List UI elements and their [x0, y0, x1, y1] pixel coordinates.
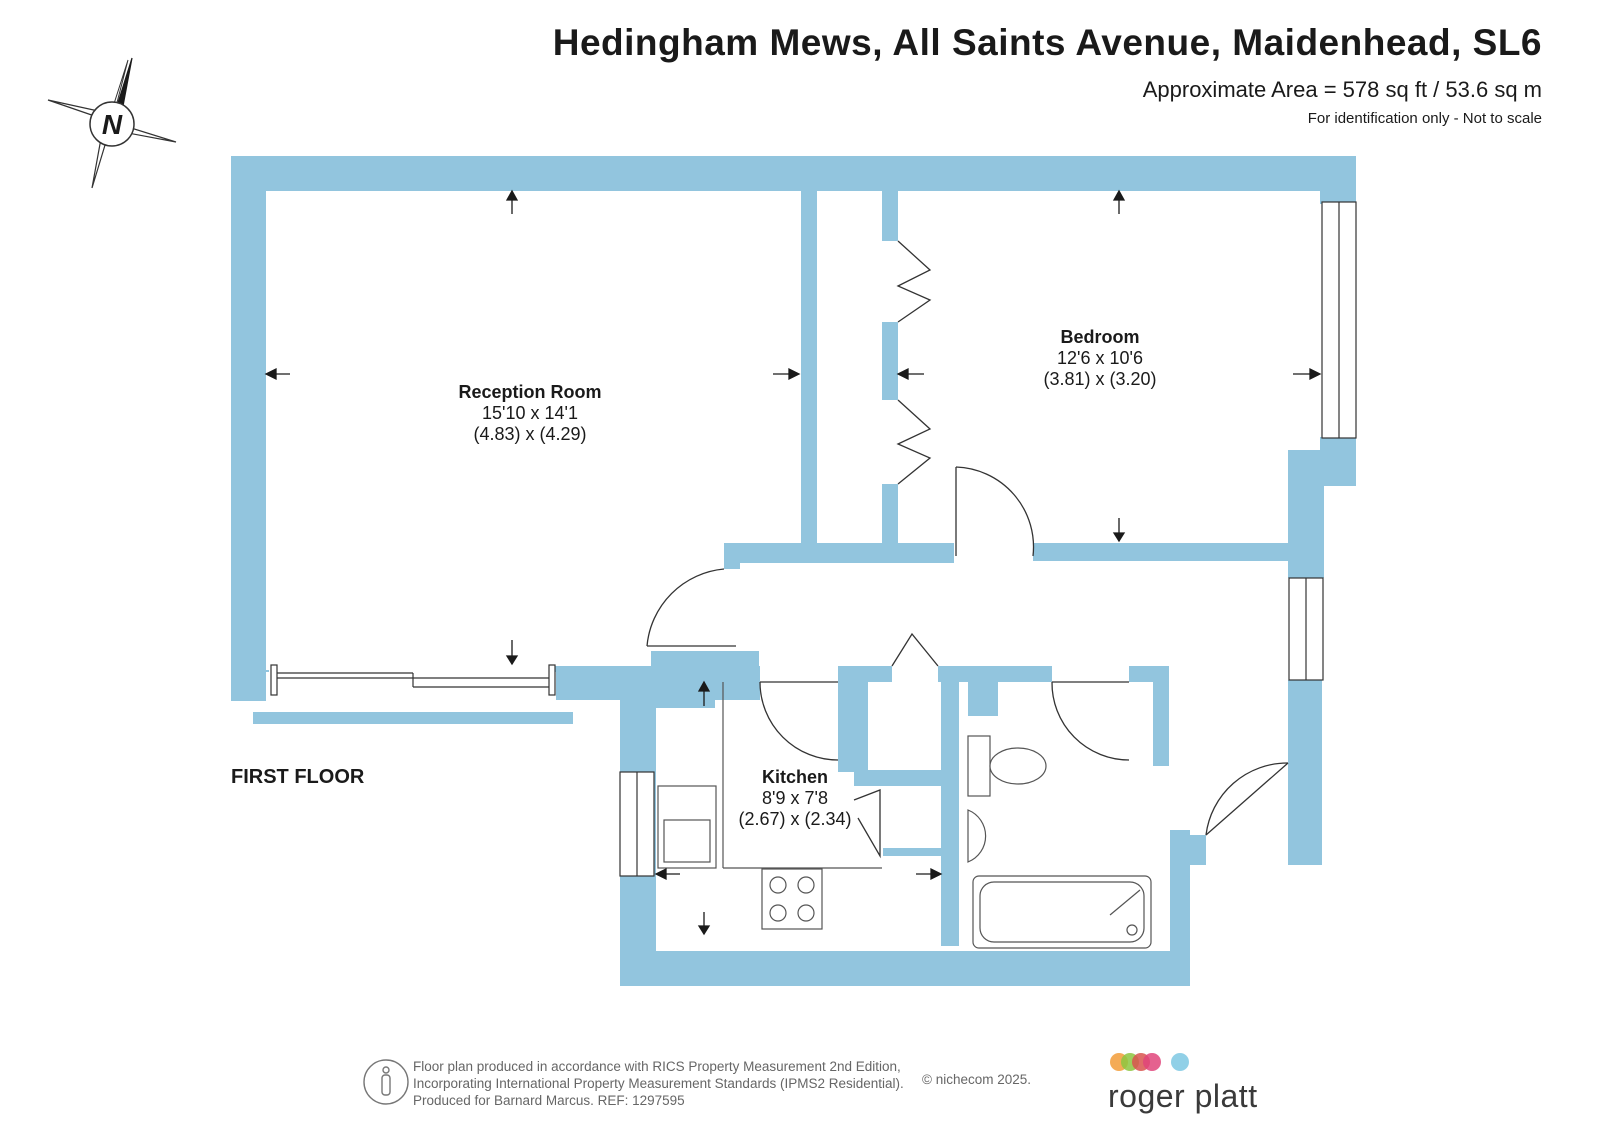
- kitchen-fixtures: [657, 682, 882, 930]
- room-metric-size: (4.83) x (4.29): [473, 424, 587, 444]
- room-metric-size: (3.81) x (3.20): [1043, 369, 1157, 389]
- room-name: Bedroom: [1060, 327, 1140, 347]
- brand-logo-dots: [1110, 1053, 1189, 1071]
- room-bedroom: Bedroom 12'6 x 10'6 (3.81) x (3.20): [1010, 327, 1190, 390]
- room-name: Kitchen: [761, 767, 828, 787]
- footer-line-3: Produced for Barnard Marcus. REF: 129759…: [413, 1093, 685, 1108]
- person-icon: [363, 1059, 409, 1105]
- room-kitchen: Kitchen 8'9 x 7'8 (2.67) x (2.34): [720, 767, 870, 830]
- property-title: Hedingham Mews, All Saints Avenue, Maide…: [552, 22, 1542, 63]
- windows: [266, 201, 1357, 877]
- room-metric-size: (2.67) x (2.34): [738, 809, 852, 829]
- walls: [231, 156, 1356, 986]
- room-name: Reception Room: [458, 382, 602, 402]
- approximate-area: Approximate Area = 578 sq ft / 53.6 sq m: [1142, 77, 1542, 102]
- floor-label: FIRST FLOOR: [231, 766, 365, 788]
- room-reception: Reception Room 15'10 x 14'1 (4.83) x (4.…: [420, 382, 640, 445]
- dimension-arrows: [264, 189, 1322, 936]
- doors: [646, 240, 1289, 859]
- room-imperial-size: 8'9 x 7'8: [762, 788, 828, 808]
- bathroom-fixtures: [967, 735, 1152, 949]
- scale-note: For identification only - Not to scale: [1307, 110, 1542, 127]
- brand-name: roger platt: [1108, 1078, 1258, 1114]
- footer-line-2: Incorporating International Property Mea…: [413, 1076, 904, 1091]
- room-imperial-size: 12'6 x 10'6: [1057, 348, 1143, 368]
- copyright: © nichecom 2025.: [922, 1072, 1032, 1087]
- svg-text:N: N: [102, 109, 123, 140]
- footer-line-1: Floor plan produced in accordance with R…: [413, 1059, 901, 1074]
- room-imperial-size: 15'10 x 14'1: [482, 403, 578, 423]
- footer-notes: Floor plan produced in accordance with R…: [413, 1058, 904, 1109]
- compass-icon: N: [47, 57, 177, 189]
